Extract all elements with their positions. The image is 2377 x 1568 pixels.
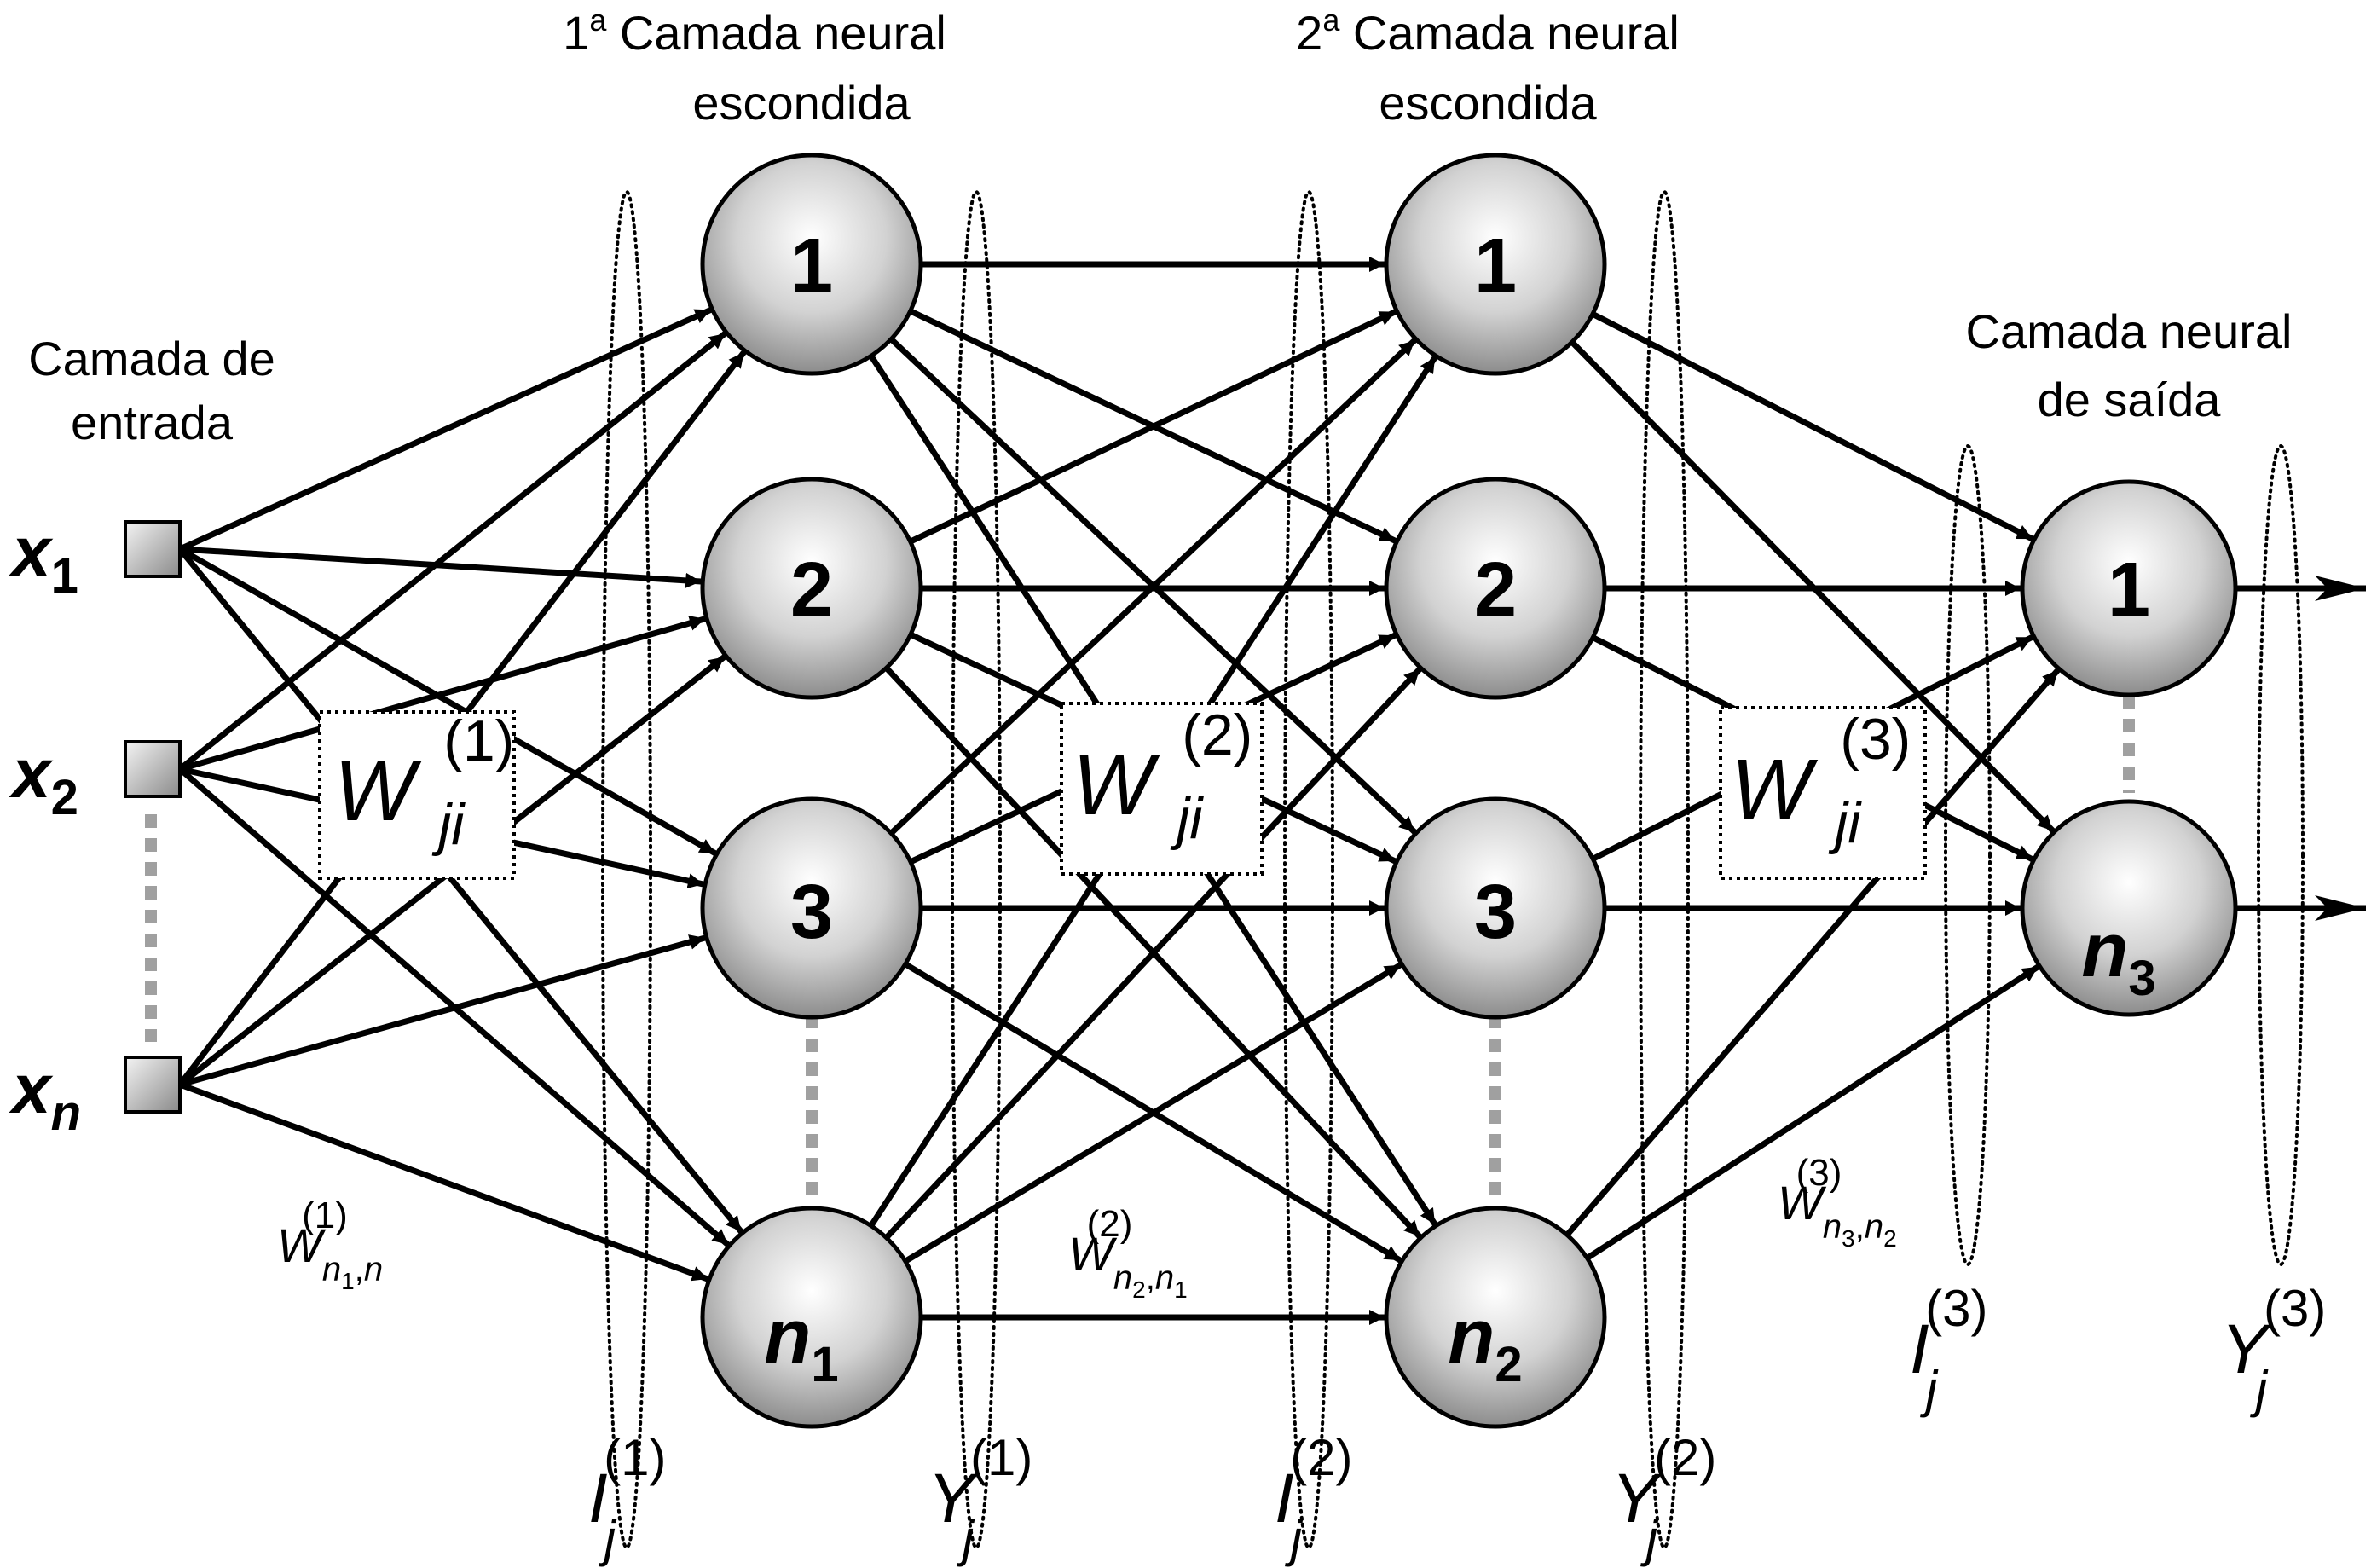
h2-node-3-label: 3: [1474, 870, 1517, 955]
output-neuron-1: [2020, 479, 2238, 697]
layer-titles: Camada de entrada 1a Camada neural escon…: [28, 3, 2292, 449]
weight-label-2: W ji (2): [1073, 703, 1252, 857]
h1-h2-edge-n1-to-2: [884, 667, 1422, 1241]
input-node-xn: [124, 1056, 182, 1114]
signal-ellipse-I2: [1283, 190, 1334, 1549]
input-h1-edge-x1-to-3: [178, 546, 717, 856]
edge-weight-labels: Wn1,n(1) Wn2,n1(2) Wn3,n2(3): [277, 1152, 1897, 1303]
weight-label-3: W ji (3): [1731, 707, 1911, 861]
input-labels: x1 x2 xn: [9, 513, 81, 1141]
h1-node-3-label: 3: [790, 870, 833, 955]
edge-weight-label-3: Wn3,n2(3): [1778, 1152, 1897, 1252]
input-h1-edge-x2-to-2: [179, 616, 706, 772]
h2-out-edge-n2-to-1: [1564, 668, 2061, 1237]
signal-ellipse-I3: [1944, 444, 1992, 1266]
weight-1-symbol: W: [334, 743, 422, 839]
hidden1-neuron-2: [700, 477, 923, 700]
signal-ellipses: [601, 190, 2305, 1549]
weight-box-1: W ji (1): [318, 709, 516, 880]
h1-h2-edge-2-to-1: [909, 309, 1397, 545]
h1-h2-edge-3-to-1: [888, 338, 1417, 836]
hidden2-neuron-3: [1384, 796, 1607, 1020]
input-h1-edge-x1-to-1: [178, 307, 712, 553]
hidden2-layer-title: 2a Camada neural: [1296, 3, 1680, 60]
out-node-n3-label: n3: [2081, 908, 2155, 1006]
input-node-x2: [124, 740, 182, 798]
output-layer-title-line2: de saída: [2038, 373, 2222, 426]
output-layer-title: Camada neural: [1966, 304, 2293, 358]
out-node-1-label: 1: [2108, 547, 2150, 633]
input-layer-title: Camada de: [28, 332, 275, 385]
weight-box-3: W ji (3): [1719, 706, 1927, 880]
h2-out-edge-n2-to-n3: [1585, 963, 2040, 1261]
weight-3-symbol: W: [1731, 742, 1819, 837]
h1-node-n1-label: n1: [764, 1294, 838, 1392]
hidden1-layer-title: 1a Camada neural: [563, 3, 946, 60]
hidden2-neuron-2: [1384, 477, 1607, 700]
input-h1-edge-x1-to-2: [179, 546, 702, 588]
input-layer-title-line2: entrada: [71, 396, 234, 449]
input-h1-edge-x1-to-n1: [177, 547, 744, 1234]
input-h1-edge-xn-to-n1: [178, 1081, 709, 1282]
weight-1-superscript: (1): [443, 709, 514, 773]
signal-ellipse-Y2: [1639, 190, 1690, 1549]
weight-2-superscript: (2): [1182, 703, 1252, 767]
edge-weight-label-1: Wn1,n(1): [277, 1195, 383, 1294]
h1-node-1-label: 1: [790, 223, 833, 309]
continuation-dashes: [145, 695, 2135, 1211]
weight-box-2: W ji (2): [1060, 702, 1264, 876]
h2-node-1-label: 1: [1474, 223, 1517, 309]
input-label-xn: xn: [9, 1050, 81, 1141]
h2-out-edge-1-to-1: [1591, 311, 2034, 542]
h1-node-2-label: 2: [790, 547, 833, 633]
edge-weight-label-2: Wn2,n1(2): [1068, 1203, 1188, 1303]
hidden1-neuron-3: [700, 796, 923, 1020]
input-node-x1: [124, 520, 182, 578]
output-neuron-n3: [2020, 799, 2238, 1017]
weight-2-symbol: W: [1073, 738, 1160, 833]
h2-node-n2-label: n2: [1448, 1294, 1522, 1392]
neurons: [700, 153, 2238, 1429]
hidden2-layer-title-line2: escondida: [1379, 76, 1597, 130]
hidden1-neuron-n1: [700, 1206, 923, 1429]
input-label-x1: x1: [9, 513, 78, 604]
input-h1-edge-x2-to-1: [177, 331, 727, 772]
input-nodes: [124, 520, 182, 1114]
hidden1-neuron-1: [700, 153, 923, 376]
input-h1-edge-xn-to-3: [179, 934, 706, 1088]
hidden2-neuron-1: [1384, 153, 1607, 376]
weight-label-1: W ji (1): [334, 709, 514, 863]
weight-3-superscript: (3): [1840, 707, 1911, 772]
signal-ellipse-Y1: [951, 190, 1002, 1549]
h1-h2-edge-n1-to-3: [904, 962, 1402, 1264]
signal-ellipse-Y3: [2257, 444, 2305, 1266]
neuron-labels: 1 2 3 n1 1 2 3 n2 1 n3: [764, 223, 2155, 1392]
input-label-x2: x2: [9, 735, 78, 825]
hidden1-layer-title-line2: escondida: [692, 76, 911, 130]
hidden2-neuron-n2: [1384, 1206, 1607, 1429]
h2-node-2-label: 2: [1474, 547, 1517, 633]
